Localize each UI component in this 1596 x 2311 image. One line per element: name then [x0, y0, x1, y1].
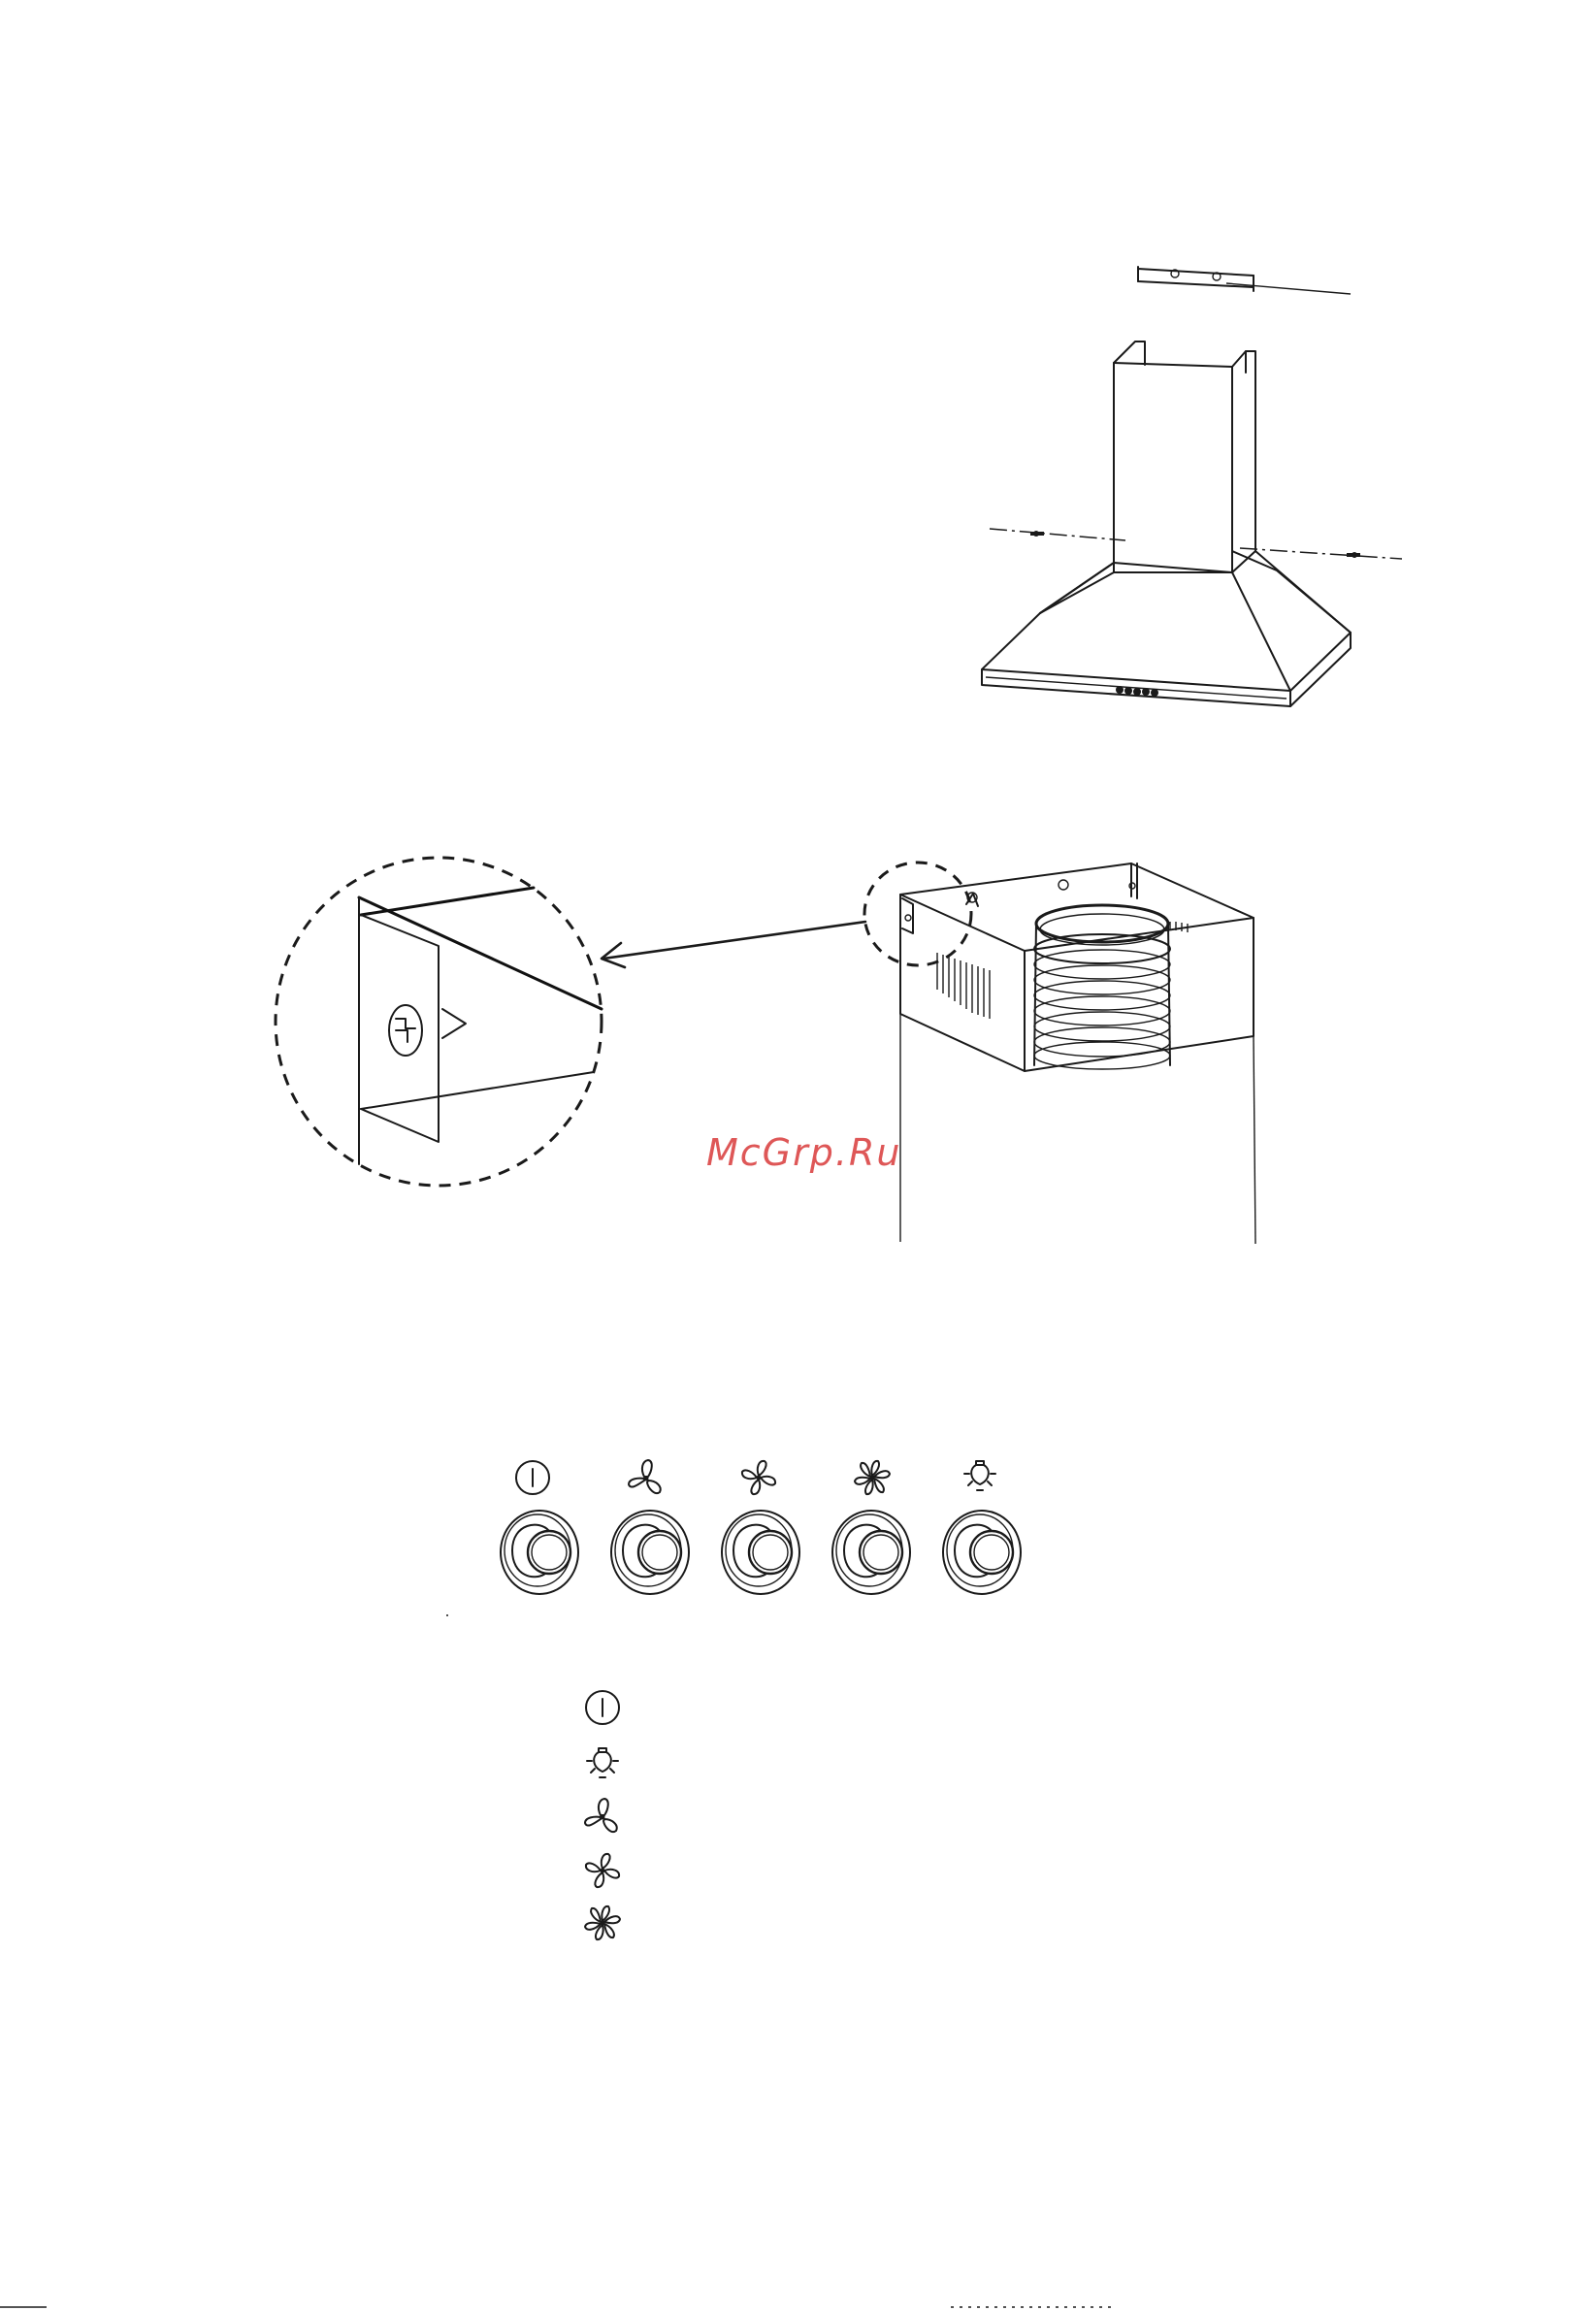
wall-bracket	[1138, 267, 1351, 294]
symbol-legend	[585, 1691, 620, 1939]
magnified-detail	[276, 858, 602, 1186]
knob-fan-speed-1[interactable]	[611, 1511, 689, 1594]
knob-fan-speed-2[interactable]	[722, 1511, 799, 1594]
control-panel	[446, 1460, 1021, 1616]
chimney	[1114, 342, 1255, 572]
detail-arrow	[602, 922, 865, 967]
fan-6-blade-icon	[855, 1461, 890, 1494]
lightbulb-icon	[964, 1461, 995, 1490]
fan-4-blade-icon	[742, 1461, 775, 1494]
screw-head-icon	[389, 1005, 422, 1056]
fan-3-blade-icon	[629, 1460, 661, 1493]
hood-canopy	[982, 551, 1351, 706]
power-icon	[516, 1461, 549, 1494]
watermark: McGrp.Ru	[706, 1131, 901, 1174]
legend-lightbulb-icon	[587, 1748, 618, 1777]
hood-exploded-view	[982, 267, 1402, 706]
legend-fan-3-blade-icon	[585, 1799, 617, 1832]
knob-light[interactable]	[943, 1511, 1021, 1594]
detail-marker-circle	[864, 863, 971, 965]
duct-collar	[1034, 905, 1170, 1069]
legend-fan-4-blade-icon	[586, 1854, 619, 1887]
legend-fan-6-blade-icon	[585, 1906, 620, 1939]
frame-box	[900, 863, 1255, 1244]
chimney-screws	[990, 529, 1402, 559]
knob-fan-speed-3[interactable]	[832, 1511, 910, 1594]
legend-power-icon	[586, 1691, 619, 1724]
knob-power[interactable]	[501, 1511, 578, 1594]
chimney-detail-view	[276, 858, 1255, 1244]
